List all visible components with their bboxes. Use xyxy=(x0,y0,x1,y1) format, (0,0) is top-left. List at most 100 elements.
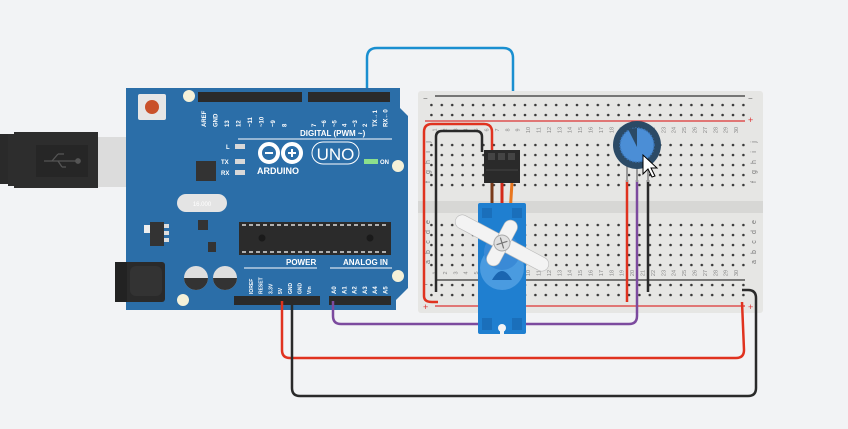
column-label: 27 xyxy=(703,127,709,133)
potentiometer[interactable] xyxy=(613,121,661,182)
column-label: 24 xyxy=(672,270,678,276)
row-label: b xyxy=(751,250,758,254)
digital-pin-label: ~3 xyxy=(353,119,359,127)
servo-connector[interactable] xyxy=(484,150,520,183)
column-label: 30 xyxy=(734,270,740,276)
analog-pin-label: A2 xyxy=(353,286,359,294)
power-pin-label: Vin xyxy=(307,286,313,294)
column-label: 26 xyxy=(692,127,698,133)
digital-pin-label: ~10 xyxy=(260,116,266,127)
column-label: 18 xyxy=(609,127,615,133)
rail-minus-label: − xyxy=(423,280,428,289)
column-label: 20 xyxy=(630,270,636,276)
column-label: 9 xyxy=(516,128,522,131)
column-label: 4 xyxy=(464,271,470,274)
digital-pin-label: 8 xyxy=(283,123,289,127)
digital-header[interactable] xyxy=(198,92,390,102)
digital-pin-label: 12 xyxy=(237,120,243,127)
column-label: 23 xyxy=(661,127,667,133)
wire-blue-signal[interactable] xyxy=(365,46,515,155)
digital-pin-label: ~11 xyxy=(248,116,254,127)
voltage-regulator xyxy=(144,220,216,252)
rail-plus-label: + xyxy=(748,115,753,125)
analog-pin-label: A5 xyxy=(384,286,390,294)
analog-pin-label: A0 xyxy=(332,286,338,294)
column-label: 29 xyxy=(724,127,730,133)
column-label: 13 xyxy=(557,270,563,276)
analog-pin-label: A3 xyxy=(363,286,369,294)
row-label: c xyxy=(425,240,432,244)
rail-plus-label: + xyxy=(423,302,428,312)
power-jack[interactable] xyxy=(115,262,165,302)
column-label: 10 xyxy=(526,270,532,276)
power-pin-label: IOREF xyxy=(249,279,255,294)
column-label: 28 xyxy=(713,270,719,276)
wire-red-5v[interactable] xyxy=(280,301,746,360)
column-label: 12 xyxy=(547,270,553,276)
row-label: j xyxy=(425,141,432,144)
row-label: i xyxy=(425,151,432,153)
row-label: a xyxy=(425,260,432,264)
column-label: 2 xyxy=(443,271,449,274)
column-label: 12 xyxy=(547,127,553,133)
row-label: e xyxy=(425,220,432,224)
wire-black-gnd[interactable] xyxy=(290,288,758,398)
digital-pin-label: ~6 xyxy=(322,119,328,127)
capacitors xyxy=(184,266,237,290)
usb-chip xyxy=(196,161,216,181)
power-pin-label: GND xyxy=(288,283,294,295)
digital-pin-label: AREF xyxy=(202,110,208,127)
digital-pin-label: 2 xyxy=(363,123,369,127)
row-label: g xyxy=(751,170,758,174)
led-tx xyxy=(235,159,245,164)
column-label: 25 xyxy=(682,127,688,133)
analog-header[interactable] xyxy=(329,296,391,305)
pot-knob-indicator xyxy=(628,128,637,147)
analog-pin-label: A1 xyxy=(342,286,348,294)
mouse-cursor-icon xyxy=(642,153,659,178)
row-label: f xyxy=(425,181,432,183)
servo-horn[interactable] xyxy=(444,197,559,290)
crystal: 16.000 xyxy=(177,194,227,212)
column-label: 24 xyxy=(672,127,678,133)
power-header[interactable] xyxy=(234,296,320,305)
rail-minus-label: − xyxy=(423,94,428,103)
column-label: 10 xyxy=(526,127,532,133)
analog-pin-labels: A0 A1 A2 A3 A4 A5 xyxy=(332,286,390,294)
servo-motor[interactable] xyxy=(444,197,559,334)
reset-button[interactable] xyxy=(138,94,166,120)
column-label: 7 xyxy=(495,128,501,131)
wire-black-rail-left[interactable] xyxy=(434,129,484,292)
column-label: 1 xyxy=(432,128,438,131)
svg-text:16.000: 16.000 xyxy=(193,202,212,208)
analog-label: ANALOG IN xyxy=(343,258,388,267)
digital-pin-label: 4 xyxy=(343,123,349,127)
led-l-label: L xyxy=(226,145,230,151)
column-label: 11 xyxy=(536,270,542,276)
row-label: a xyxy=(751,260,758,264)
wire-red-rail-left[interactable] xyxy=(422,122,494,304)
column-label: 19 xyxy=(620,270,626,276)
column-label: 14 xyxy=(568,127,574,133)
digital-pin-label: 7 xyxy=(312,123,318,127)
analog-pin-label: A4 xyxy=(373,286,379,294)
row-label: c xyxy=(751,240,758,244)
rail-plus-label: + xyxy=(748,302,753,312)
column-label: 23 xyxy=(661,270,667,276)
column-label: 5 xyxy=(474,271,480,274)
column-label: 6 xyxy=(484,128,490,131)
column-label: 28 xyxy=(713,127,719,133)
row-label: h xyxy=(425,160,432,164)
column-label: 14 xyxy=(568,270,574,276)
usb-icon xyxy=(44,153,81,168)
column-label: 27 xyxy=(703,270,709,276)
digital-pin-label: RX←0 xyxy=(383,109,389,127)
column-label: 21 xyxy=(640,270,646,276)
row-label: h xyxy=(751,160,758,164)
arduino-logo: ARDUINO UNO xyxy=(257,141,360,176)
